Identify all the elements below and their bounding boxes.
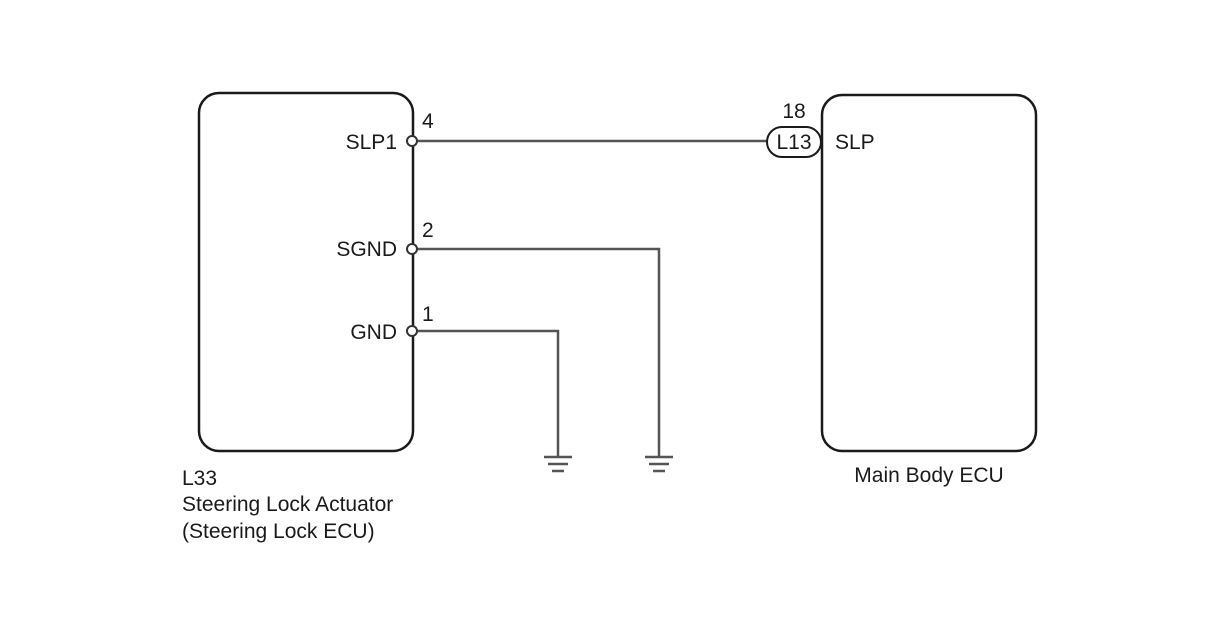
connector-l13-capsule bbox=[766, 126, 822, 158]
pin-number-4: 4 bbox=[422, 110, 434, 133]
pin-label-sgnd: SGND bbox=[336, 238, 397, 261]
pin-label-gnd: GND bbox=[350, 321, 397, 344]
connector-pin-number: 18 bbox=[782, 100, 805, 123]
right-component-name: Main Body ECU bbox=[854, 464, 1003, 487]
pin-terminal-slp1 bbox=[406, 135, 418, 147]
connector-l13-label: L13 bbox=[776, 131, 811, 154]
left-component-name: Steering Lock Actuator bbox=[182, 493, 393, 516]
left-connector-code: L33 bbox=[182, 467, 217, 490]
ground-symbol-gnd bbox=[544, 455, 572, 473]
pin-label-slp1: SLP1 bbox=[346, 131, 397, 154]
left-component-subname: (Steering Lock ECU) bbox=[182, 520, 375, 543]
main-body-ecu-box bbox=[820, 93, 1038, 453]
wire-sgnd-to-ground bbox=[417, 247, 661, 456]
pin-number-2: 2 bbox=[422, 219, 434, 242]
pin-label-slp: SLP bbox=[835, 131, 875, 154]
pin-number-1: 1 bbox=[422, 303, 434, 326]
pin-terminal-sgnd bbox=[406, 243, 418, 255]
ground-symbol-sgnd bbox=[645, 455, 673, 473]
pin-terminal-gnd bbox=[406, 325, 418, 337]
steering-lock-actuator-box bbox=[197, 91, 415, 453]
wire-gnd-to-ground bbox=[417, 329, 560, 456]
